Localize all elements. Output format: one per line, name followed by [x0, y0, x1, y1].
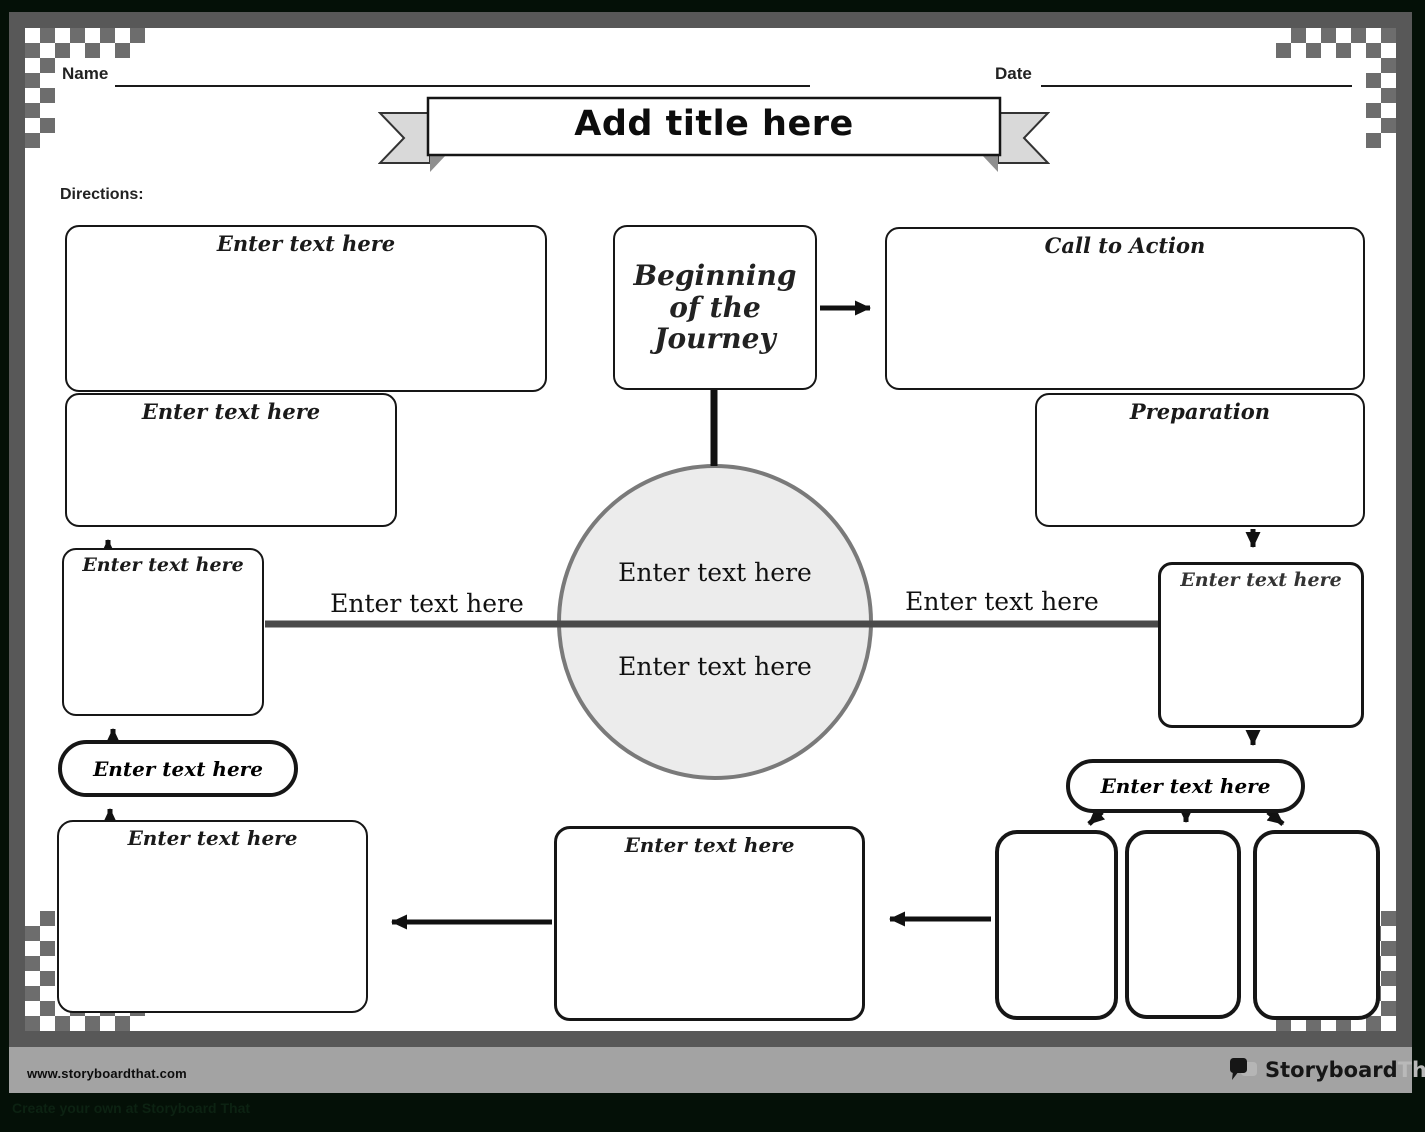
pill-right-label: Enter text here — [1100, 774, 1271, 798]
box-right-square[interactable]: Enter text here — [1158, 562, 1364, 728]
ribbon-body — [426, 96, 1002, 157]
site-url: www.storyboardthat.com — [27, 1066, 187, 1081]
ribbon-tail-left — [378, 112, 431, 164]
title-ribbon — [378, 96, 1050, 172]
pill-right[interactable]: Enter text here — [1066, 759, 1305, 813]
box-top-left-small-label: Enter text here — [141, 399, 321, 424]
date-input-line[interactable] — [1041, 85, 1352, 87]
directions-label: Directions: — [60, 186, 144, 203]
pill-left-label: Enter text here — [93, 756, 263, 781]
logo-text-storyboard: Storyboard — [1265, 1058, 1398, 1082]
box-top-left-large-label: Enter text here — [216, 231, 396, 256]
name-input-line[interactable] — [115, 85, 810, 87]
checker-bottom-left-v — [25, 911, 55, 1031]
box-beginning-of-journey[interactable]: Beginning of the Journey — [613, 225, 817, 390]
call-to-action-label: Call to Action — [1044, 233, 1206, 258]
box-top-left-small[interactable]: Enter text here — [65, 393, 397, 527]
box-right-square-label: Enter text here — [1180, 569, 1342, 591]
box-bottom-left[interactable]: Enter text here — [57, 820, 368, 1013]
date-label: Date — [995, 64, 1032, 83]
box-column-2[interactable] — [1125, 830, 1241, 1019]
logo-text-that: That — [1397, 1058, 1425, 1082]
box-column-1[interactable] — [995, 830, 1118, 1020]
box-bottom-left-label: Enter text here — [127, 826, 298, 850]
box-left-square-label: Enter text here — [82, 554, 244, 576]
box-top-left-large[interactable]: Enter text here — [65, 225, 547, 392]
box-bottom-center[interactable]: Enter text here — [554, 826, 865, 1021]
speech-bubbles-icon — [1230, 1058, 1257, 1080]
checker-top-right-v — [1366, 28, 1396, 148]
ribbon-tail-right — [997, 112, 1050, 164]
ribbon-fold-right — [982, 155, 998, 172]
beginning-label: Beginning of the Journey — [633, 259, 797, 356]
preparation-label: Preparation — [1129, 399, 1271, 424]
title-placeholder[interactable]: Add title here — [574, 104, 854, 144]
footer-note: Create your own at Storyboard That — [12, 1100, 251, 1116]
box-preparation[interactable]: Preparation — [1035, 393, 1365, 527]
pill-left[interactable]: Enter text here — [58, 740, 298, 797]
ribbon-fold-left — [430, 155, 446, 172]
checker-top-left-v — [25, 28, 55, 148]
name-label: Name — [62, 64, 109, 83]
divider-label-right[interactable]: Enter text here — [905, 587, 1099, 616]
box-left-square[interactable]: Enter text here — [62, 548, 264, 716]
box-call-to-action[interactable]: Call to Action — [885, 227, 1365, 390]
central-circle[interactable] — [557, 464, 873, 780]
box-column-3[interactable] — [1253, 830, 1380, 1020]
circle-top-text[interactable]: Enter text here — [618, 558, 812, 587]
divider-label-left[interactable]: Enter text here — [330, 589, 524, 618]
box-bottom-center-label: Enter text here — [624, 833, 795, 857]
circle-bottom-text[interactable]: Enter text here — [618, 652, 812, 681]
